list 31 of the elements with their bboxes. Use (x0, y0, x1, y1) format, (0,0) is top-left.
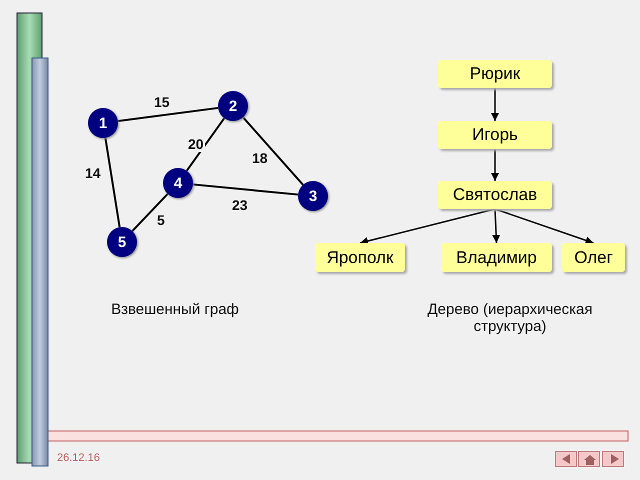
arrow (494, 208, 594, 244)
graph-edge (186, 118, 226, 172)
arrow (491, 88, 499, 121)
graph-vertex: 1 (88, 108, 118, 138)
graph-vertex: 5 (107, 227, 137, 257)
edge-label: 18 (251, 150, 269, 166)
tree-box: Рюрик (438, 60, 552, 88)
caption: Дерево (иерархическая структура) (426, 301, 594, 335)
edge-label: 23 (231, 197, 249, 213)
edge-label: 5 (156, 212, 166, 228)
graph-vertex: 4 (163, 168, 193, 198)
tree-box: Олег (562, 243, 625, 272)
arrow (492, 208, 500, 244)
tree-box: Святослав (438, 181, 552, 209)
caption: Взвешенный граф (110, 301, 240, 318)
graph-edge (118, 106, 218, 122)
graph-edge (132, 193, 168, 232)
arrow (360, 208, 496, 245)
graph-vertex: 3 (298, 181, 328, 211)
edge-label: 20 (187, 136, 205, 152)
arrow (491, 149, 499, 181)
tree-box: Игорь (438, 121, 552, 149)
edge-label: 15 (153, 94, 171, 110)
graph-edge (192, 183, 298, 196)
date-text: 26.12.16 (57, 452, 101, 464)
graph-edge (104, 138, 121, 228)
graph-edge (242, 116, 304, 186)
tree-box: Владимир (441, 243, 552, 272)
tree-box: Ярополк (315, 243, 405, 272)
edge-label: 14 (84, 165, 102, 181)
graph-vertex: 2 (218, 91, 248, 121)
